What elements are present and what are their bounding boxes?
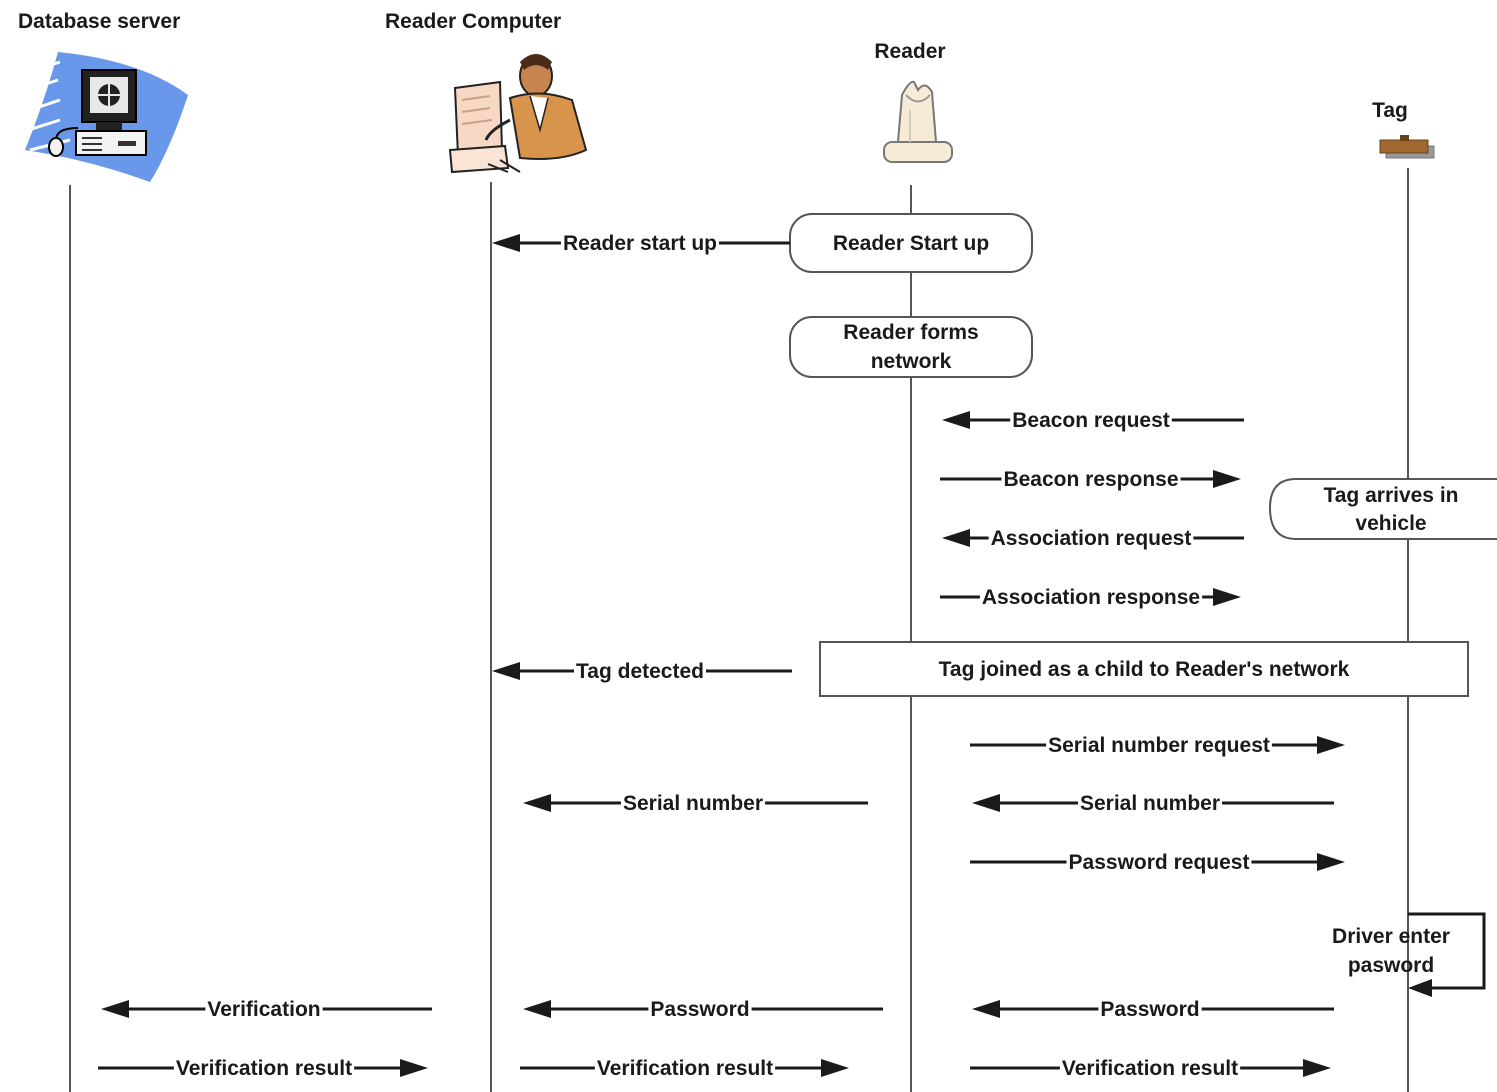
message-password-to-reader-label: Password	[1100, 998, 1199, 1021]
message-association-request-label-background	[988, 534, 1194, 542]
box-driver-enter-line2: pasword	[1348, 954, 1434, 977]
reader-device-icon	[883, 80, 953, 163]
message-beacon-response-label-background	[1001, 475, 1181, 483]
message-beacon-response: Beacon response	[940, 468, 1241, 491]
participant-label-reader-computer: Reader Computer	[385, 10, 561, 33]
message-verification-result-to-tag-label: Verification result	[1062, 1057, 1238, 1080]
message-tag-detected: Tag detected	[492, 660, 792, 683]
message-serial-number-to-reader-arrowhead	[972, 794, 1000, 812]
message-verification-result-to-reader-label-background	[594, 1064, 776, 1072]
message-association-response-label-background	[979, 593, 1203, 601]
messages: Reader start up Beacon request Beacon re…	[98, 232, 1345, 1080]
message-beacon-request-label: Beacon request	[1012, 409, 1170, 432]
message-serial-number-to-computer-label-background	[620, 799, 766, 807]
box-tag-joined-text: Tag joined as a child to Reader's networ…	[939, 658, 1350, 681]
message-serial-number-to-computer-label: Serial number	[623, 792, 763, 815]
message-verification-label: Verification	[207, 998, 320, 1021]
participant-label-database-server: Database server	[18, 10, 180, 33]
message-reader-start-up-label-background	[560, 239, 720, 247]
message-password-request-label: Password request	[1069, 851, 1250, 874]
message-verification-arrowhead	[101, 1000, 129, 1018]
message-association-request: Association request	[942, 527, 1244, 550]
box-tag-arrives-line2: vehicle	[1355, 512, 1426, 535]
box-tag-arrives: Tag arrives in vehicle	[1268, 478, 1497, 540]
box-tag-arrives-line1: Tag arrives in	[1323, 484, 1458, 507]
box-reader-forms-network: Reader forms network	[789, 316, 1033, 378]
message-verification: Verification	[101, 998, 432, 1021]
reader-computer-icon	[448, 54, 588, 174]
message-serial-number-to-reader-label-background	[1077, 799, 1223, 807]
message-verification-result-to-reader: Verification result	[520, 1057, 849, 1080]
message-password-to-reader-arrowhead	[972, 1000, 1000, 1018]
message-verification-result-to-computer: Verification result	[98, 1057, 428, 1080]
message-beacon-response-arrowhead	[1213, 470, 1241, 488]
message-beacon-request: Beacon request	[942, 409, 1244, 432]
message-verification-result-to-computer-arrowhead	[400, 1059, 428, 1077]
message-verification-label-background	[205, 1005, 323, 1013]
message-password-to-computer: Password	[523, 998, 883, 1021]
box-driver-enter: Driver enter pasword	[1332, 912, 1486, 997]
lifelines	[69, 168, 1409, 1092]
message-password-request-arrowhead	[1317, 853, 1345, 871]
message-association-response: Association response	[940, 586, 1241, 609]
message-password-to-reader: Password	[972, 998, 1334, 1021]
message-password-to-computer-label: Password	[650, 998, 749, 1021]
message-tag-detected-arrowhead	[492, 662, 520, 680]
box-reader-forms-network-line1: Reader forms	[843, 321, 978, 344]
participant-label-tag: Tag	[1372, 99, 1408, 122]
message-reader-start-up-label: Reader start up	[563, 232, 717, 255]
message-serial-number-to-reader-label: Serial number	[1080, 792, 1220, 815]
message-password-request-label-background	[1066, 858, 1252, 866]
message-serial-number-to-computer-arrowhead	[523, 794, 551, 812]
box-reader-forms-network-line2: network	[871, 350, 952, 373]
tag-device-icon	[1379, 135, 1435, 159]
message-serial-number-request-label: Serial number request	[1048, 734, 1270, 757]
message-serial-number-request-arrowhead	[1317, 736, 1345, 754]
message-beacon-response-label: Beacon response	[1003, 468, 1178, 491]
message-password-to-computer-arrowhead	[523, 1000, 551, 1018]
message-association-response-label: Association response	[982, 586, 1200, 609]
message-verification-result-to-tag: Verification result	[970, 1057, 1331, 1080]
message-verification-result-to-reader-label: Verification result	[597, 1057, 773, 1080]
message-association-request-arrowhead	[942, 529, 970, 547]
message-reader-start-up: Reader start up	[492, 232, 790, 255]
message-password-to-reader-label-background	[1098, 1005, 1202, 1013]
message-serial-number-to-reader: Serial number	[972, 792, 1334, 815]
message-verification-result-to-reader-arrowhead	[821, 1059, 849, 1077]
message-association-response-arrowhead	[1213, 588, 1241, 606]
message-serial-number-to-computer: Serial number	[523, 792, 868, 815]
box-tag-joined: Tag joined as a child to Reader's networ…	[819, 641, 1469, 697]
message-serial-number-request: Serial number request	[970, 734, 1345, 757]
message-verification-result-to-computer-label-background	[173, 1064, 355, 1072]
message-serial-number-request-label-background	[1046, 741, 1272, 749]
message-association-request-label: Association request	[991, 527, 1192, 550]
box-reader-start-up: Reader Start up	[789, 213, 1033, 273]
message-verification-result-to-tag-label-background	[1059, 1064, 1241, 1072]
message-password-request: Password request	[970, 851, 1345, 874]
message-verification-result-to-tag-arrowhead	[1303, 1059, 1331, 1077]
database-server-icon	[21, 52, 188, 182]
message-tag-detected-label-background	[574, 667, 706, 675]
message-password-to-computer-label-background	[648, 1005, 752, 1013]
message-beacon-request-arrowhead	[942, 411, 970, 429]
box-driver-enter-line1: Driver enter	[1332, 925, 1450, 948]
message-verification-result-to-computer-label: Verification result	[176, 1057, 352, 1080]
participant-label-reader: Reader	[874, 40, 945, 63]
message-tag-detected-label: Tag detected	[576, 660, 704, 683]
message-reader-start-up-arrowhead	[492, 234, 520, 252]
message-beacon-request-label-background	[1010, 416, 1172, 424]
box-reader-start-up-text: Reader Start up	[833, 232, 989, 255]
